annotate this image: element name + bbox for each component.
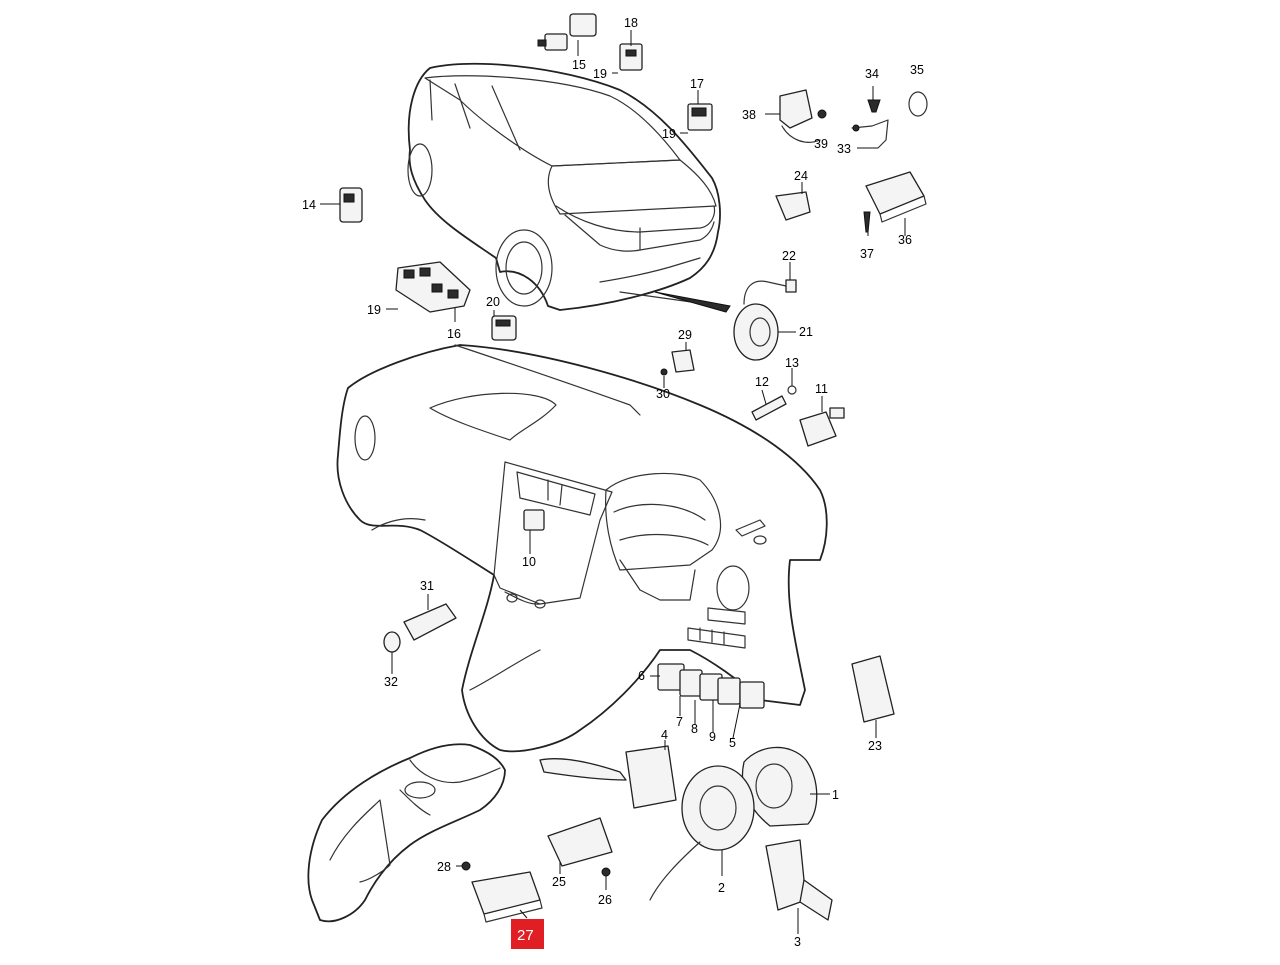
callout-26[interactable]: 26 [598,893,612,907]
callout-33[interactable]: 33 [837,142,851,156]
part-12-sensor [751,395,787,421]
leader-lines [320,30,906,934]
callout-4[interactable]: 4 [661,728,668,742]
part-23-module [851,655,895,723]
callout-16[interactable]: 16 [447,327,461,341]
part-34-screw [867,99,881,113]
callout-21[interactable]: 21 [799,325,813,339]
vehicle-illustration [407,62,731,313]
callout-37[interactable]: 37 [860,247,874,261]
callout-15[interactable]: 15 [572,58,586,72]
part-10-switch [523,509,545,531]
part-38-buzzer [779,89,821,143]
callout-7[interactable]: 7 [676,715,683,729]
callout-32[interactable]: 32 [384,675,398,689]
callout-19[interactable]: 19 [662,127,676,141]
callout-3[interactable]: 3 [794,935,801,949]
callout-labels: 15 18 19 17 19 14 19 16 20 38 39 34 35 3… [302,16,924,949]
part-18-switch [619,43,643,71]
callout-19[interactable]: 19 [367,303,381,317]
callout-18[interactable]: 18 [624,16,638,30]
part-20-switch [491,315,517,341]
callout-23[interactable]: 23 [868,739,882,753]
callout-31[interactable]: 31 [420,579,434,593]
part-36-control-unit [865,171,927,223]
part-35-oring [908,91,928,117]
dashboard-illustration [336,344,828,753]
part-30-screw [660,368,668,376]
part-26-screw [601,867,611,877]
callout-24[interactable]: 24 [794,169,808,183]
part-13-nut [787,385,797,395]
callout-39[interactable]: 39 [814,137,828,151]
part-2-clock-spring [649,765,755,901]
callout-17[interactable]: 17 [690,77,704,91]
callout-28[interactable]: 28 [437,860,451,874]
part-29-sensor [671,349,695,373]
part-39-bolt [817,109,827,119]
callout-36[interactable]: 36 [898,233,912,247]
part-14-switch [339,187,363,223]
part-32-cap [383,631,401,653]
part-21-horn [733,280,787,361]
part-25-relay [547,817,613,867]
center-console-illustration [307,743,506,923]
part-4-light-switch [539,745,677,809]
part-24-bracket [775,191,811,221]
part-16-power-window-switch [395,261,471,313]
part-27-airbag-module [471,871,543,923]
part-33-bracket [851,119,889,149]
part-31-socket [403,603,457,641]
callout-35[interactable]: 35 [910,63,924,77]
callout-22[interactable]: 22 [782,249,796,263]
callout-34[interactable]: 34 [865,67,879,81]
part-3-wiper-switch [765,839,833,921]
callout-19[interactable]: 19 [593,67,607,81]
callout-11[interactable]: 11 [815,382,828,396]
callout-14[interactable]: 14 [302,198,316,212]
part-28-screw [461,861,471,871]
callout-20[interactable]: 20 [486,295,500,309]
callout-1[interactable]: 1 [832,788,839,802]
part-11-switch [799,407,845,447]
callout-9[interactable]: 9 [709,730,716,744]
highlight-badge[interactable] [511,919,544,949]
part-22-bolt [785,279,797,293]
callout-29[interactable]: 29 [678,328,692,342]
part-37-screw [863,211,871,233]
callout-12[interactable]: 12 [755,375,769,389]
callout-38[interactable]: 38 [742,108,756,122]
callout-27[interactable]: 27 [517,927,534,944]
callout-25[interactable]: 25 [552,875,566,889]
switch-bank-5-9 [657,663,765,709]
part-15-switch [537,13,597,51]
callout-13[interactable]: 13 [785,356,799,370]
callout-30[interactable]: 30 [656,387,670,401]
callout-6[interactable]: 6 [638,669,645,683]
part-17-switch [687,103,713,131]
callout-8[interactable]: 8 [691,722,698,736]
callout-2[interactable]: 2 [718,881,725,895]
callout-5[interactable]: 5 [729,736,736,750]
callout-10[interactable]: 10 [522,555,536,569]
